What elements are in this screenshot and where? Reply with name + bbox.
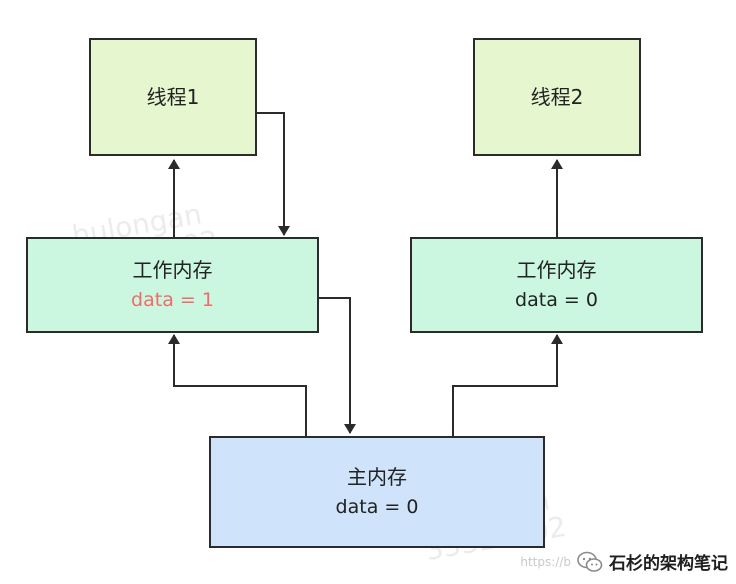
work-memory-1-value: data = 1 xyxy=(131,288,214,311)
main-memory-value: data = 0 xyxy=(335,495,419,518)
arrow-main-to-work1 xyxy=(168,334,307,436)
arrow-thread1-to-work1 xyxy=(257,112,290,236)
thread1-label: 线程1 xyxy=(146,84,200,109)
main-memory-label: 主内存 xyxy=(347,464,407,489)
main-memory-box: 主内存 data = 0 xyxy=(209,436,545,548)
arrow-main-to-work2 xyxy=(452,334,563,436)
source-credit: https://b 石杉的架构笔记 xyxy=(520,549,728,574)
thread2-box: 线程2 xyxy=(473,38,641,156)
work-memory-2-box: 工作内存 data = 0 xyxy=(410,237,703,333)
arrow-work1-to-main xyxy=(319,297,356,434)
work-memory-2-label: 工作内存 xyxy=(516,257,597,282)
work-memory-1-box: 工作内存 data = 1 xyxy=(26,237,319,333)
work-memory-2-value: data = 0 xyxy=(515,288,598,311)
thread1-box: 线程1 xyxy=(89,38,257,156)
work-memory-1-label: 工作内存 xyxy=(132,257,213,282)
credit-name: 石杉的架构笔记 xyxy=(609,554,728,574)
wechat-icon xyxy=(577,551,603,573)
thread2-label: 线程2 xyxy=(530,84,584,109)
credit-url: https://b xyxy=(520,554,571,569)
